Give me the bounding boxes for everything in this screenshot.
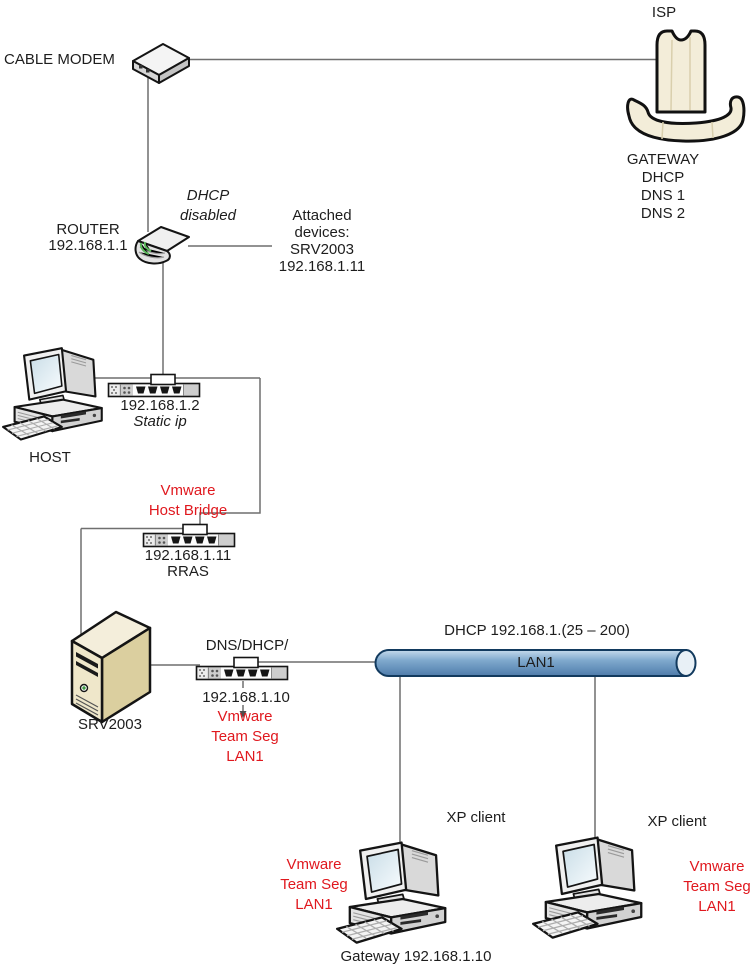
vmware-team-seg-note-3: Vmware Team Seg LAN1 (667, 857, 756, 917)
host-nic-ip: 192.168.1.2 (120, 397, 200, 414)
connector-lines (80, 58, 660, 850)
router-ip: 192.168.1.1 (48, 237, 128, 254)
attached-devices-line: 192.168.1.11 (278, 258, 366, 275)
xp-client-2-label: XP client (647, 813, 707, 830)
isp-service-line: DNS 1 (640, 187, 686, 204)
team-seg-line: LAN1 (226, 748, 264, 765)
attached-devices-note: Attached devices: SRV2003 192.168.1.11 (272, 207, 372, 275)
switch-rras-icon (142, 523, 236, 548)
dns-nic-ip: 192.168.1.10 (202, 689, 290, 706)
switch-host-nic-icon (107, 373, 201, 398)
dns-dhcp-label: DNS/DHCP/ (205, 637, 289, 654)
host-nic-note: Static ip (133, 413, 187, 430)
isp-label: ISP (651, 4, 677, 21)
attached-devices-line: devices: (294, 224, 350, 241)
router-label: ROUTER 192.168.1.1 (38, 222, 138, 254)
rras-name: RRAS (167, 563, 209, 580)
down-arrow-icon (239, 711, 247, 718)
rras-nic-label: 192.168.1.11 RRAS (138, 548, 238, 580)
isp-service-list: GATEWAY DHCP DNS 1 DNS 2 (613, 151, 713, 223)
dhcp-note-line: DHCP (186, 187, 230, 204)
host-pc-icon (2, 347, 103, 441)
xp-client-1-label: XP client (446, 809, 506, 826)
isp-service-line: DNS 2 (640, 205, 686, 222)
srv2003-server-icon (70, 610, 152, 724)
cable-modem-icon (132, 43, 190, 84)
lan1-bus (374, 649, 697, 677)
router-name: ROUTER (56, 221, 120, 238)
srv2003-label: SRV2003 (78, 716, 142, 733)
dhcp-note-line: disabled (180, 207, 236, 224)
switch-dns-icon (195, 656, 289, 681)
lan1-dhcp-scope-label: DHCP 192.168.1.(25 – 200) (444, 622, 630, 639)
vmware-team-seg-note-2: Vmware Team Seg LAN1 (264, 855, 364, 915)
team-seg-line: Team Seg (280, 876, 348, 893)
dhcp-disabled-note: DHCP disabled (158, 186, 258, 226)
team-seg-line: Team Seg (683, 878, 751, 895)
host-label: HOST (29, 449, 71, 466)
isp-gateway-icon (626, 29, 746, 143)
team-seg-line: LAN1 (698, 898, 736, 915)
rras-ip: 192.168.1.11 (144, 547, 232, 564)
vmware-host-bridge-note: Vmware Host Bridge (138, 481, 238, 521)
team-seg-line: Team Seg (211, 728, 279, 745)
xp-client-2-icon (532, 836, 643, 939)
vmware-team-seg-note-1: Vmware Team Seg LAN1 (195, 707, 295, 767)
vmware-host-bridge-line: Vmware (160, 482, 216, 499)
client-gateway-note: Gateway 192.168.1.10 (340, 948, 492, 965)
vmware-host-bridge-line: Host Bridge (148, 502, 228, 519)
router-icon (134, 226, 190, 265)
isp-service-line: GATEWAY (626, 151, 700, 168)
host-nic-label: 192.168.1.2 Static ip (107, 398, 213, 430)
lan1-bus-label: LAN1 (517, 654, 555, 671)
cable-modem-label: CABLE MODEM (4, 51, 115, 68)
team-seg-line: Vmware (217, 708, 273, 725)
team-seg-line: Vmware (286, 856, 342, 873)
team-seg-line: LAN1 (295, 896, 333, 913)
attached-devices-line: SRV2003 (290, 241, 354, 258)
isp-service-line: DHCP (641, 169, 685, 186)
team-seg-line: Vmware (689, 858, 745, 875)
attached-devices-line: Attached (292, 207, 352, 224)
